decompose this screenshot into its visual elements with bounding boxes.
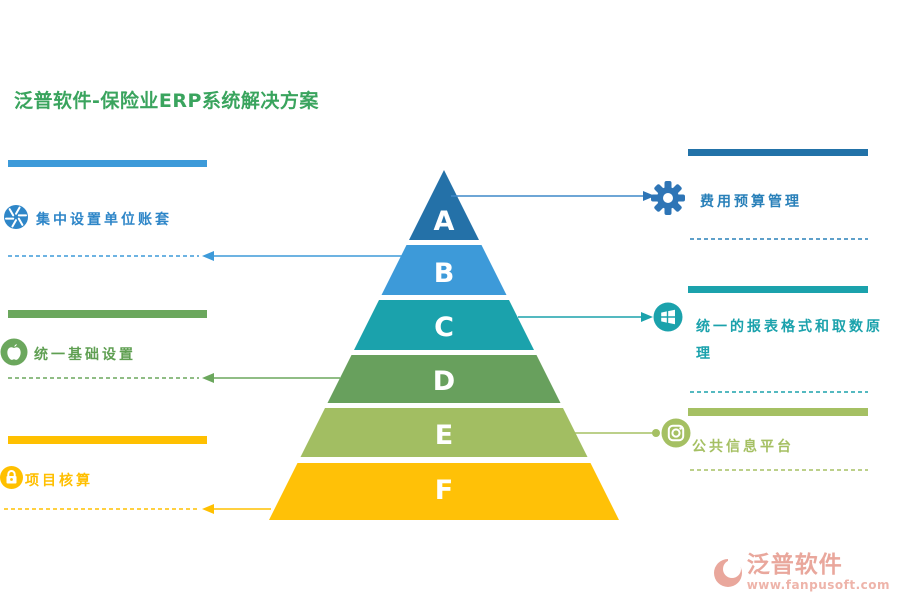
left-item-2-label: 统一基础设置 [34, 347, 136, 363]
left-item-3-label: 项目核算 [25, 473, 93, 489]
pyramid-level-b [381, 245, 507, 295]
left-item-1-accent-bar [8, 160, 207, 167]
pyramid-letter-f: F [435, 475, 453, 506]
lock-icon [0, 466, 23, 489]
pyramid-level-a [409, 170, 479, 240]
pyramid-letter-c: C [434, 312, 454, 343]
pyramid-letter-e: E [435, 420, 453, 451]
apple-icon [0, 338, 28, 366]
windows-icon [653, 302, 683, 332]
connector-c-arrowhead [641, 312, 653, 322]
connector-e-dot [652, 429, 660, 437]
watermark-text: 泛普软件 www.fanpusoft.com [746, 552, 890, 593]
watermark: 泛普软件 www.fanpusoft.com [712, 553, 890, 592]
watermark-brand: 泛普软件 [746, 552, 843, 578]
fanpu-logo-icon [712, 553, 744, 592]
aperture-icon [4, 205, 28, 229]
connector-a-arrowhead [643, 191, 655, 201]
right-item-3-accent-bar [688, 408, 868, 416]
right-item-3-label: 公共信息平台 [692, 439, 794, 455]
connector-b-arrowhead [202, 251, 214, 261]
pyramid-level-e [300, 408, 588, 457]
pyramid-level-c [354, 300, 534, 350]
gear-icon [650, 180, 686, 216]
right-item-1-label: 费用预算管理 [700, 194, 802, 210]
connector-d-arrowhead [202, 373, 214, 383]
pyramid-letter-d: D [433, 366, 455, 397]
watermark-url: www.fanpusoft.com [746, 578, 890, 592]
left-item-2-accent-bar [8, 310, 207, 318]
page-title: 泛普软件-保险业ERP系统解决方案 [14, 90, 319, 112]
right-item-2-label: 统一的报表格式和取数原理 [696, 319, 883, 362]
right-item-2-accent-bar [688, 286, 868, 293]
connector-f-arrowhead [202, 504, 214, 514]
left-item-3-accent-bar [8, 436, 207, 444]
left-item-1-label: 集中设置单位账套 [36, 212, 172, 228]
right-item-1-accent-bar [688, 149, 868, 156]
pyramid-level-d [327, 355, 561, 403]
pyramid-letter-a: A [434, 206, 455, 237]
pyramid-level-f [269, 463, 619, 520]
instagram-icon [661, 418, 691, 448]
pyramid-letter-b: B [434, 258, 455, 289]
